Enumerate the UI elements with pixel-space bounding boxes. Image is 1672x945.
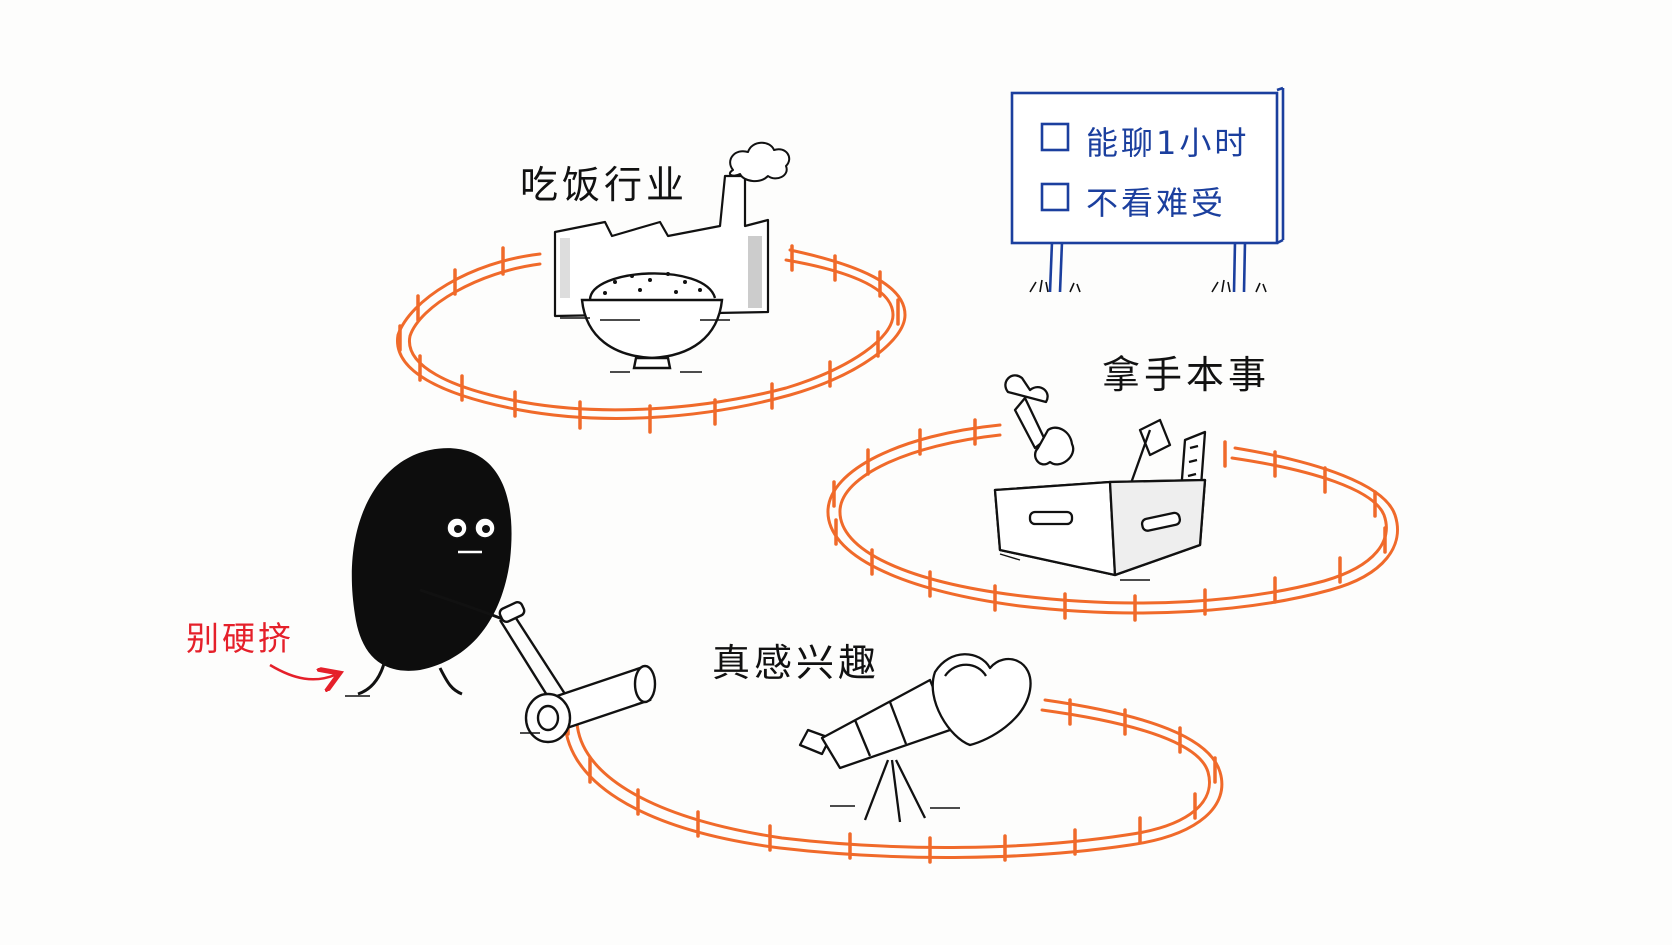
fence-posts-interest [566,698,1217,864]
label-rice-industry: 吃饭行业 [520,163,689,207]
label-interest: 真感兴趣 [712,641,881,685]
checkbox-2 [1040,182,1070,212]
telescope-icon [798,653,1032,823]
checklist-sign [1010,86,1285,293]
grass-tufts [1029,279,1267,293]
annotation-dont-squeeze: 别硬挤 [186,619,294,658]
checkbox-1 [1040,122,1070,152]
rice-bowl-icon [580,272,724,370]
toolbox-icon [993,374,1207,577]
sign-item-2: 不看难受 [1086,184,1227,222]
fence-skill-zone [826,418,1399,622]
fence-interest-zone [563,698,1224,864]
blob-character [351,448,512,696]
sign-item-1: 能聊1小时 [1086,124,1250,162]
lawn-roller-icon [498,601,657,744]
red-arrow-icon [269,663,335,679]
ground-shadows [345,317,1150,809]
label-skill: 拿手本事 [1102,353,1271,397]
fence-rice-zone [396,244,907,434]
fence-posts-skill [832,418,1387,622]
fence-posts-rice [398,244,900,434]
